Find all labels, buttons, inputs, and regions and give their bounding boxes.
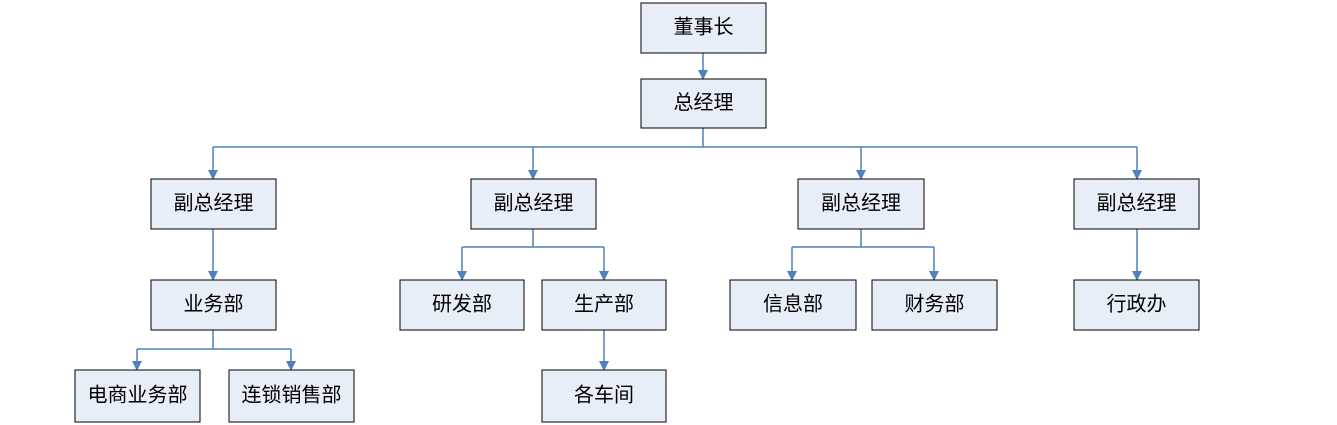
node-workshops: 各车间 [541, 369, 667, 423]
node-chairman: 董事长 [640, 2, 767, 54]
node-vp-4: 副总经理 [1073, 178, 1200, 230]
node-label-vp-2: 副总经理 [494, 191, 574, 215]
node-business-dept: 业务部 [150, 279, 277, 331]
node-label-vp-4: 副总经理 [1097, 191, 1177, 215]
node-finance-dept: 财务部 [871, 279, 998, 331]
node-ecommerce-dept: 电商业务部 [74, 369, 201, 423]
node-label-vp-3: 副总经理 [821, 191, 901, 215]
node-vp-3: 副总经理 [797, 178, 925, 230]
node-info-dept: 信息部 [729, 279, 857, 331]
node-vp-1: 副总经理 [150, 178, 277, 230]
connector-business-branch [137, 330, 291, 350]
connector-vp-3-branch [792, 229, 934, 248]
connectors [132, 53, 1142, 371]
node-label-admin-office: 行政办 [1107, 292, 1167, 316]
node-label-chairman: 董事长 [674, 15, 734, 39]
node-production-dept: 生产部 [541, 279, 667, 331]
node-chain-sales-dept: 连锁销售部 [228, 369, 355, 423]
node-general-manager: 总经理 [640, 78, 767, 129]
node-rd-dept: 研发部 [399, 279, 525, 331]
node-label-finance-dept: 财务部 [905, 292, 965, 316]
node-label-info-dept: 信息部 [763, 292, 823, 316]
node-admin-office: 行政办 [1073, 279, 1200, 331]
node-vp-2: 副总经理 [470, 178, 597, 230]
node-label-vp-1: 副总经理 [174, 191, 254, 215]
node-label-general-manager: 总经理 [674, 90, 734, 114]
node-label-rd-dept: 研发部 [432, 292, 492, 316]
connector-gm-to-vp-branch [213, 128, 1137, 148]
node-label-business-dept: 业务部 [184, 292, 244, 316]
node-label-ecommerce-dept: 电商业务部 [88, 383, 188, 407]
node-label-workshops: 各车间 [574, 383, 634, 407]
node-label-production-dept: 生产部 [574, 292, 634, 316]
connector-vp-2-branch [462, 229, 604, 248]
node-label-chain-sales-dept: 连锁销售部 [242, 383, 342, 407]
